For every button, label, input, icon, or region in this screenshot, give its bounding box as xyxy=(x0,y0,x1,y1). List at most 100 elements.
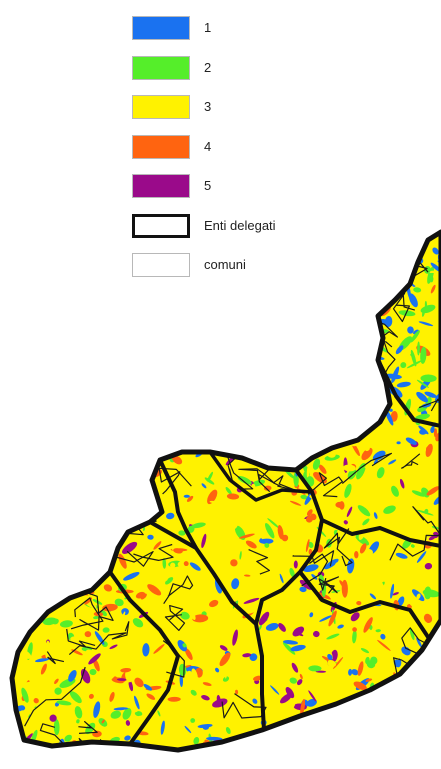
raster-patch xyxy=(129,305,137,315)
comune-boundary xyxy=(418,398,441,412)
raster-patch xyxy=(250,359,265,366)
raster-patch xyxy=(219,331,228,342)
raster-patch xyxy=(357,275,371,286)
raster-patch xyxy=(46,576,57,586)
raster-patch xyxy=(121,611,126,620)
raster-patch xyxy=(131,455,137,473)
raster-patch xyxy=(47,519,53,525)
raster-patch xyxy=(142,352,156,367)
raster-patch xyxy=(14,343,23,356)
raster-patch xyxy=(140,593,147,600)
raster-patch xyxy=(40,663,47,675)
raster-patch xyxy=(427,708,441,719)
raster-patch xyxy=(197,307,204,311)
raster-patch xyxy=(100,400,108,408)
raster-patch xyxy=(332,431,340,437)
raster-patch xyxy=(178,408,185,414)
raster-patch xyxy=(315,232,326,235)
raster-patch xyxy=(77,423,92,430)
raster-patch xyxy=(105,263,110,274)
raster-patch xyxy=(424,717,438,724)
raster-patch xyxy=(71,439,79,447)
raster-patch xyxy=(324,348,333,356)
raster-patch xyxy=(52,344,60,352)
raster-patch xyxy=(375,579,385,594)
raster-patch xyxy=(70,297,78,305)
raster-patch xyxy=(146,693,156,700)
raster-patch xyxy=(173,304,182,312)
raster-patch xyxy=(282,348,292,355)
raster-patch xyxy=(240,339,246,343)
raster-patch xyxy=(248,259,257,276)
raster-patch xyxy=(400,362,407,369)
raster-patch xyxy=(161,515,167,520)
raster-patch xyxy=(186,495,194,502)
comune-boundary xyxy=(268,416,296,442)
raster-patch xyxy=(347,456,353,463)
raster-patch xyxy=(184,670,192,681)
raster-patch xyxy=(74,504,82,518)
raster-patch xyxy=(117,293,124,300)
raster-patch xyxy=(345,403,351,417)
raster-patch xyxy=(358,232,364,244)
raster-patch xyxy=(331,232,341,233)
raster-patch xyxy=(116,491,126,501)
raster-patch xyxy=(148,439,158,455)
raster-patch xyxy=(282,642,296,655)
raster-patch xyxy=(313,317,321,321)
raster-patch xyxy=(167,245,178,260)
raster-patch xyxy=(393,736,400,742)
raster-patch xyxy=(393,740,401,746)
raster-patch xyxy=(102,627,110,633)
raster-patch xyxy=(271,733,284,741)
raster-patch xyxy=(257,417,264,421)
raster-patch xyxy=(235,351,254,360)
comune-boundary xyxy=(62,490,84,513)
raster-patch xyxy=(312,740,320,749)
raster-patch xyxy=(12,249,27,258)
raster-patch xyxy=(319,615,333,622)
raster-patch xyxy=(182,627,198,632)
raster-patch xyxy=(0,621,12,631)
raster-patch xyxy=(66,275,74,283)
raster-patch xyxy=(1,741,10,756)
raster-patch xyxy=(83,747,90,750)
raster-patch xyxy=(303,564,319,572)
raster-patch xyxy=(433,428,438,438)
raster-patch xyxy=(106,232,117,241)
raster-patch xyxy=(287,391,297,399)
raster-patch xyxy=(188,349,196,357)
raster-patch xyxy=(120,667,132,673)
raster-patch xyxy=(100,610,108,617)
raster-patch xyxy=(343,520,348,525)
raster-patch xyxy=(308,690,317,702)
raster-patch xyxy=(307,274,311,292)
raster-patch xyxy=(51,556,67,562)
comune-boundary xyxy=(226,273,292,300)
raster-patch xyxy=(412,473,421,480)
raster-patch xyxy=(318,464,327,474)
raster-patch xyxy=(299,586,307,593)
raster-patch xyxy=(180,633,192,639)
raster-patch xyxy=(289,567,295,578)
raster-patch xyxy=(0,629,5,638)
raster-patch xyxy=(202,249,213,259)
raster-patch xyxy=(202,682,212,687)
raster-patch xyxy=(278,650,289,662)
raster-patch xyxy=(369,740,376,746)
raster-patch xyxy=(201,483,207,489)
raster-patch xyxy=(206,375,211,392)
raster-patch xyxy=(0,253,12,262)
raster-patch xyxy=(332,238,341,246)
raster-patch xyxy=(242,653,252,658)
raster-patch xyxy=(0,494,6,502)
raster-patch xyxy=(127,658,136,664)
raster-patch xyxy=(324,336,334,347)
legend-item-class-4: 4 xyxy=(132,134,332,175)
raster-patch xyxy=(300,439,308,447)
raster-patch xyxy=(380,688,386,698)
raster-patch xyxy=(309,418,315,430)
raster-patch xyxy=(300,232,314,245)
raster-patch xyxy=(166,512,175,520)
raster-patch xyxy=(193,311,201,325)
